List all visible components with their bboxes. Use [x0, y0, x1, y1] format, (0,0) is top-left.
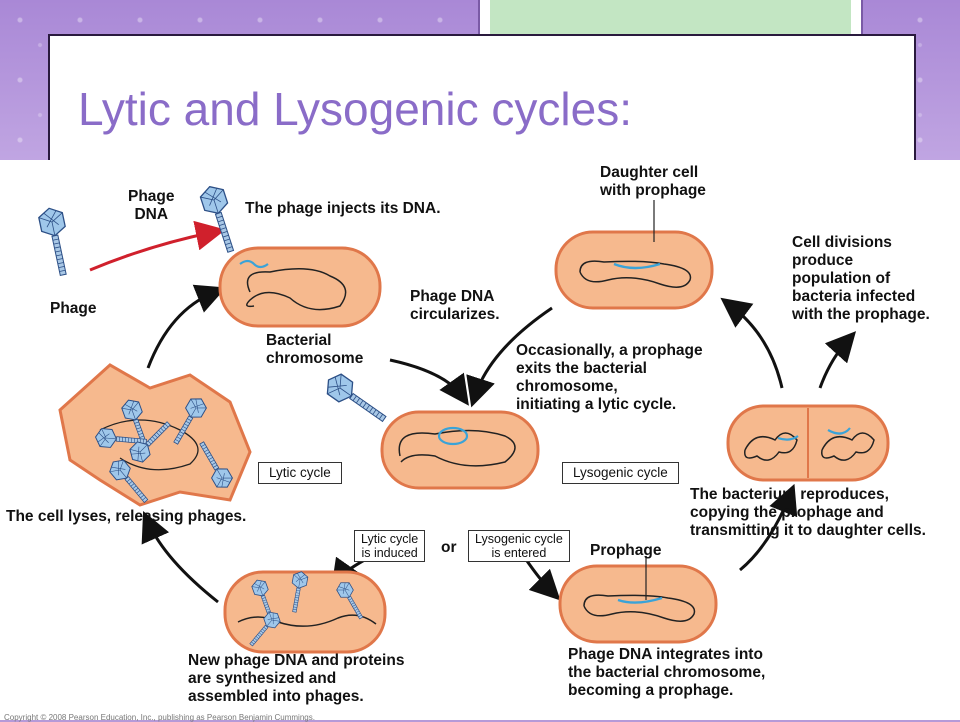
- red-injection-arrow: [89, 220, 226, 272]
- label-bacterial-chromosome: Bacterial chromosome: [266, 332, 364, 367]
- label-occasionally: Occasionally, a prophage exits the bacte…: [516, 342, 703, 413]
- label-reproduces: The bacterium reproduces, copying the pr…: [690, 486, 926, 539]
- arrow-prophage-exits: [466, 306, 553, 408]
- arrow-lysis-to-injection: [146, 284, 227, 369]
- box-lysogenic-cycle: Lysogenic cycle: [562, 462, 679, 484]
- label-phage: Phage: [50, 300, 97, 317]
- copyright-notice: Copyright © 2008 Pearson Education, Inc.…: [4, 713, 315, 722]
- arrow-assembly-to-lysis: [141, 511, 219, 604]
- cell-circularized: [380, 410, 540, 490]
- box-lytic-induced: Lytic cycle is induced: [354, 530, 426, 562]
- arrow-division-to-daughter: [720, 297, 784, 389]
- label-integrates: Phage DNA integrates into the bacterial …: [568, 646, 766, 699]
- box-lysogenic-entered: Lysogenic cycle is entered: [468, 530, 570, 562]
- label-new-phage: New phage DNA and proteins are synthesiz…: [188, 652, 405, 705]
- phage-free: [36, 205, 76, 278]
- label-or: or: [441, 539, 457, 556]
- label-phage-dna: Phage DNA: [128, 188, 175, 223]
- cell-dividing: [726, 404, 890, 482]
- arrow-circularize: [389, 358, 469, 406]
- label-daughter-cell: Daughter cell with prophage: [600, 164, 706, 199]
- label-circularizes: Phage DNA circularizes.: [410, 288, 500, 323]
- lytic-lysogenic-diagram: Phage DNA The phage injects its DNA. Pha…: [0, 160, 960, 722]
- diagram-graphics: [36, 182, 890, 654]
- slide-frame: [48, 34, 916, 176]
- cell-daughter: [554, 200, 714, 310]
- arrow-to-lysogenic-entry: [523, 557, 561, 601]
- box-lytic-cycle: Lytic cycle: [258, 462, 342, 484]
- arrow-to-population: [818, 331, 857, 389]
- label-cell-lyses: The cell lyses, releasing phages.: [6, 508, 247, 525]
- cell-injection: [218, 246, 382, 328]
- phage-lysogenic: [320, 369, 392, 430]
- slide-title: Lytic and Lysogenic cycles:: [78, 83, 632, 135]
- arrow-prophage-to-reproduce: [739, 483, 798, 572]
- phage-injecting: [197, 182, 243, 256]
- label-prophage: Prophage: [590, 542, 662, 559]
- label-cell-divisions: Cell divisions produce population of bac…: [792, 234, 930, 323]
- cell-prophage: [558, 556, 718, 644]
- label-injects: The phage injects its DNA.: [245, 200, 441, 217]
